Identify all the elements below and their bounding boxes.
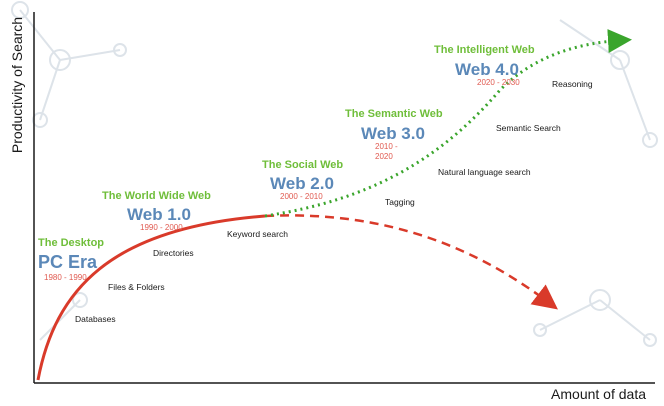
tech-semantic-search: Semantic Search	[496, 123, 561, 133]
tech-databases: Databases	[75, 314, 116, 324]
future-curve	[264, 29, 632, 218]
era-web2: The Social Web Web 2.0 2000 - 2010	[262, 159, 343, 201]
era-years: 2000 - 2010	[280, 192, 323, 201]
era-pc: The Desktop PC Era 1980 - 1990	[38, 237, 104, 282]
era-years-line1: 2010 -	[375, 142, 398, 151]
decor-network	[11, 1, 658, 347]
tech-directories: Directories	[153, 248, 194, 258]
decline-curve	[264, 214, 558, 310]
y-axis-label: Productivity of Search	[9, 17, 25, 153]
era-years: 2020 - 2030	[477, 78, 520, 87]
era-title: The Social Web	[262, 159, 343, 171]
era-name: Web 3.0	[361, 124, 425, 143]
era-title: The Intelligent Web	[434, 44, 535, 56]
era-name: Web 4.0	[455, 60, 519, 79]
era-title: The World Wide Web	[102, 190, 211, 202]
era-name: PC Era	[38, 252, 98, 272]
past-curve	[36, 214, 266, 381]
tech-files-folders: Files & Folders	[108, 282, 165, 292]
era-name: Web 2.0	[270, 174, 334, 193]
x-axis-label: Amount of data	[551, 386, 646, 402]
era-title: The Semantic Web	[345, 108, 443, 120]
era-web3: The Semantic Web Web 3.0 2010 - 2020	[345, 108, 443, 161]
era-name: Web 1.0	[127, 205, 191, 224]
era-years-line2: 2020	[375, 152, 393, 161]
era-web1: The World Wide Web Web 1.0 1990 - 2000	[102, 190, 211, 232]
era-years: 1990 - 2000	[140, 223, 183, 232]
era-years: 1980 - 1990	[44, 273, 87, 282]
tech-natural-language-search: Natural language search	[438, 167, 531, 177]
era-web4: The Intelligent Web Web 4.0 2020 - 2030	[434, 44, 535, 87]
tech-tagging: Tagging	[385, 197, 415, 207]
tech-keyword-search: Keyword search	[227, 229, 288, 239]
tech-reasoning: Reasoning	[552, 79, 593, 89]
era-title: The Desktop	[38, 237, 104, 249]
